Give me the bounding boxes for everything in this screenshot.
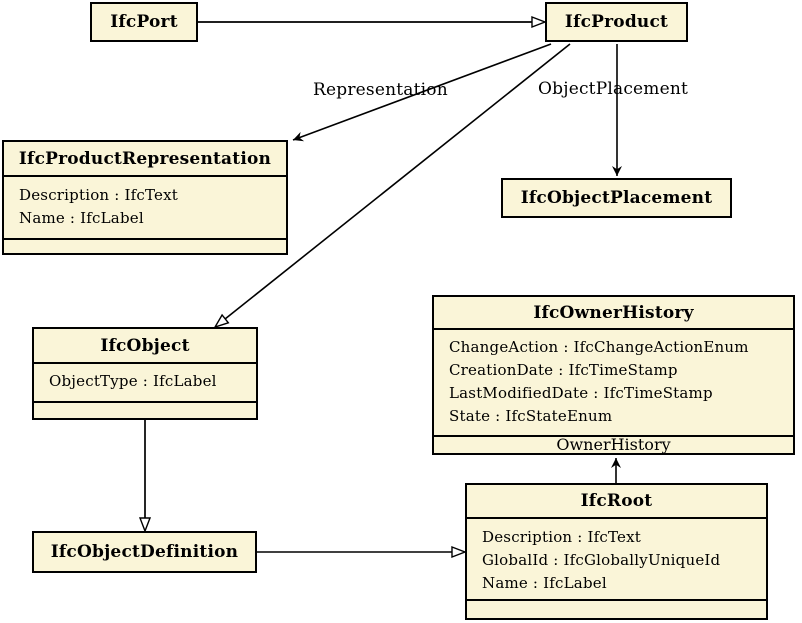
class-box-ifcownerhistory: IfcOwnerHistory ChangeAction : IfcChange… [432,295,795,455]
class-title-ifcproductrepresentation: IfcProductRepresentation [4,142,286,177]
class-box-ifcproductrepresentation: IfcProductRepresentation Description : I… [2,140,288,255]
class-attributes-ifcproductrepresentation: Description : IfcText Name : IfcLabel [4,177,286,240]
class-attributes-ifcownerhistory: ChangeAction : IfcChangeActionEnum Creat… [434,330,793,437]
class-box-ifcport: IfcPort [90,2,198,42]
class-title-ifcroot: IfcRoot [467,485,766,519]
class-operations-compartment-empty [4,240,286,253]
class-title-ifcport: IfcPort [110,12,178,32]
class-attributes-ifcroot: Description : IfcText GlobalId : IfcGlob… [467,519,766,601]
attribute-row: State : IfcStateEnum [449,407,613,425]
attribute-row: Description : IfcText [19,186,178,204]
attribute-row: LastModifiedDate : IfcTimeStamp [449,384,713,402]
attribute-row: CreationDate : IfcTimeStamp [449,361,678,379]
class-box-ifcproduct: IfcProduct [545,2,688,42]
class-title-ifcproduct: IfcProduct [564,12,669,32]
attribute-row: ChangeAction : IfcChangeActionEnum [449,338,749,356]
class-operations-compartment-empty [467,601,766,618]
class-title-ifcobjectplacement: IfcObjectPlacement [520,188,713,208]
class-box-ifcobjectplacement: IfcObjectPlacement [501,178,732,218]
class-title-ifcownerhistory: IfcOwnerHistory [434,297,793,330]
class-box-ifcobjectdefinition: IfcObjectDefinition [32,531,257,573]
owner-history-association-label: OwnerHistory [556,435,671,454]
class-title-ifcobject: IfcObject [34,329,256,364]
class-box-ifcobject: IfcObject ObjectType : IfcLabel [32,327,258,420]
class-operations-compartment-empty [34,403,256,418]
attribute-row: Name : IfcLabel [482,574,607,592]
attribute-row: Name : IfcLabel [19,209,144,227]
class-box-ifcroot: IfcRoot Description : IfcText GlobalId :… [465,483,768,620]
attribute-row: ObjectType : IfcLabel [49,372,217,390]
attribute-row: Description : IfcText [482,528,641,546]
attribute-row: GlobalId : IfcGloballyUniqueId [482,551,721,569]
object-placement-association-label: ObjectPlacement [538,79,689,99]
representation-association-label: Representation [313,80,448,100]
class-title-ifcobjectdefinition: IfcObjectDefinition [50,542,239,562]
class-attributes-ifcobject: ObjectType : IfcLabel [34,364,256,403]
